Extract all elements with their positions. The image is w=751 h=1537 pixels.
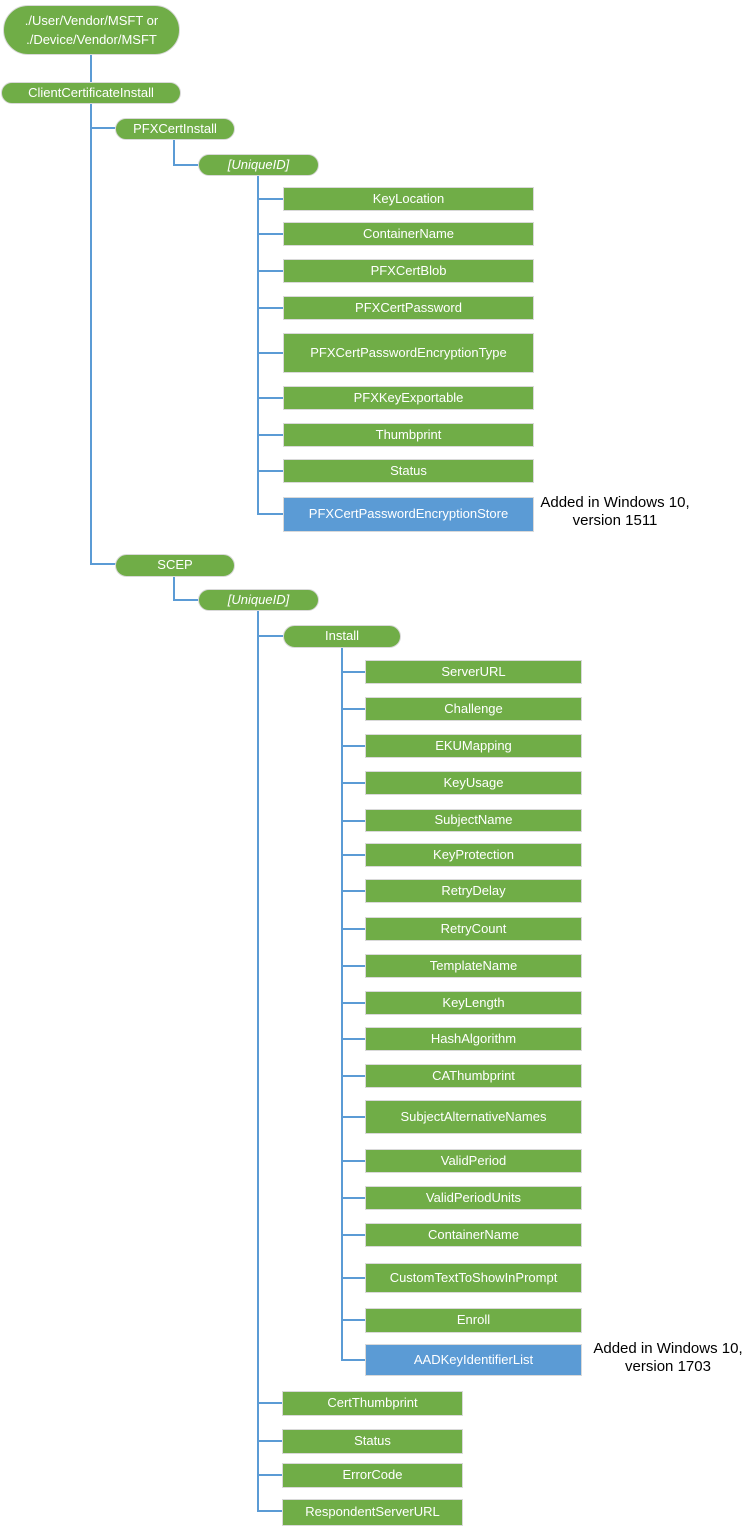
node-thumbprint: Thumbprint [283, 423, 534, 447]
connector-stub [257, 513, 284, 515]
connector-stub [257, 270, 284, 272]
connector-stub [257, 352, 284, 354]
node-server-url: ServerURL [365, 660, 582, 684]
connector-stub [341, 1359, 366, 1361]
connector-scep-elbow [173, 577, 175, 601]
connector-pfx-elbow [173, 164, 199, 166]
connector-stub [341, 1197, 366, 1199]
connector-stub [341, 820, 366, 822]
node-subject-alternative-names: SubjectAlternativeNames [365, 1100, 582, 1134]
connector-stub [257, 307, 284, 309]
node-pfx-cert-password: PFXCertPassword [283, 296, 534, 320]
node-key-usage: KeyUsage [365, 771, 582, 795]
node-pfx-key-exportable: PFXKeyExportable [283, 386, 534, 410]
connector-stub [257, 470, 284, 472]
annotation-added-windows10-1511: Added in Windows 10, version 1511 [540, 494, 690, 529]
connector-stub [341, 854, 366, 856]
connector-stub [257, 434, 284, 436]
connector-stub [341, 671, 366, 673]
node-hash-algorithm: HashAlgorithm [365, 1027, 582, 1051]
node-pfx-cert-password-encryption-store: PFXCertPasswordEncryptionStore [283, 497, 534, 532]
node-valid-period: ValidPeriod [365, 1149, 582, 1173]
node-status-scep: Status [282, 1429, 463, 1454]
connector-stub [341, 1002, 366, 1004]
connector-stub [341, 1277, 366, 1279]
connector-stub [257, 198, 284, 200]
node-key-protection: KeyProtection [365, 843, 582, 867]
connector-stub [257, 1474, 283, 1476]
node-valid-period-units: ValidPeriodUnits [365, 1186, 582, 1210]
connector-stub [341, 1075, 366, 1077]
node-subject-name: SubjectName [365, 809, 582, 832]
connector-stub [257, 1510, 283, 1512]
node-install: Install [283, 625, 401, 648]
node-container-name-scep: ContainerName [365, 1223, 582, 1247]
node-pfx-cert-install: PFXCertInstall [115, 118, 235, 140]
node-scep-unique-id: [UniqueID] [198, 589, 319, 611]
node-client-certificate-install: ClientCertificateInstall [1, 82, 181, 104]
node-key-location: KeyLocation [283, 187, 534, 211]
connector-scep-elbow [173, 599, 199, 601]
connector-stub [341, 1319, 366, 1321]
connector-pfx-elbow [173, 140, 175, 166]
connector-stub [341, 1160, 366, 1162]
connector-main-trunk [90, 104, 92, 565]
node-respondent-server-url: RespondentServerURL [282, 1499, 463, 1526]
node-template-name: TemplateName [365, 954, 582, 978]
node-status: Status [283, 459, 534, 483]
node-retry-count: RetryCount [365, 917, 582, 941]
node-challenge: Challenge [365, 697, 582, 721]
connector-scep-branch [90, 563, 116, 565]
node-enroll: Enroll [365, 1308, 582, 1333]
connector-stub [341, 782, 366, 784]
connector-install-branch [257, 635, 284, 637]
node-aad-key-identifier-list: AADKeyIdentifierList [365, 1344, 582, 1376]
node-pfx-cert-blob: PFXCertBlob [283, 259, 534, 283]
annotation-added-windows10-1703: Added in Windows 10, version 1703 [593, 1340, 743, 1375]
node-pfx-unique-id: [UniqueID] [198, 154, 319, 176]
node-scep: SCEP [115, 554, 235, 577]
node-eku-mapping: EKUMapping [365, 734, 582, 758]
connector-stub [257, 233, 284, 235]
connector-install-trunk [341, 647, 343, 1361]
connector-stub [341, 928, 366, 930]
connector-stub [341, 1038, 366, 1040]
node-cert-thumbprint: CertThumbprint [282, 1391, 463, 1416]
connector-stub [257, 1402, 283, 1404]
node-ca-thumbprint: CAThumbprint [365, 1064, 582, 1088]
connector-stub [341, 890, 366, 892]
node-container-name: ContainerName [283, 222, 534, 246]
node-pfx-cert-password-encryption-type: PFXCertPasswordEncryptionType [283, 333, 534, 373]
connector-stub [257, 397, 284, 399]
node-root-path: ./User/Vendor/MSFT or ./Device/Vendor/MS… [3, 5, 180, 55]
connector-scep-uid-trunk [257, 611, 259, 1512]
connector-stub [341, 708, 366, 710]
node-retry-delay: RetryDelay [365, 879, 582, 903]
connector-pfx-branch [90, 127, 116, 129]
node-error-code: ErrorCode [282, 1463, 463, 1488]
connector-stub [257, 1440, 283, 1442]
connector-stub [341, 1116, 366, 1118]
node-key-length: KeyLength [365, 991, 582, 1015]
node-custom-text-to-show-in-prompt: CustomTextToShowInPrompt [365, 1263, 582, 1293]
connector-root-trunk [90, 54, 92, 83]
connector-stub [341, 1234, 366, 1236]
connector-pfx-uid-trunk [257, 175, 259, 515]
connector-stub [341, 965, 366, 967]
connector-stub [341, 745, 366, 747]
